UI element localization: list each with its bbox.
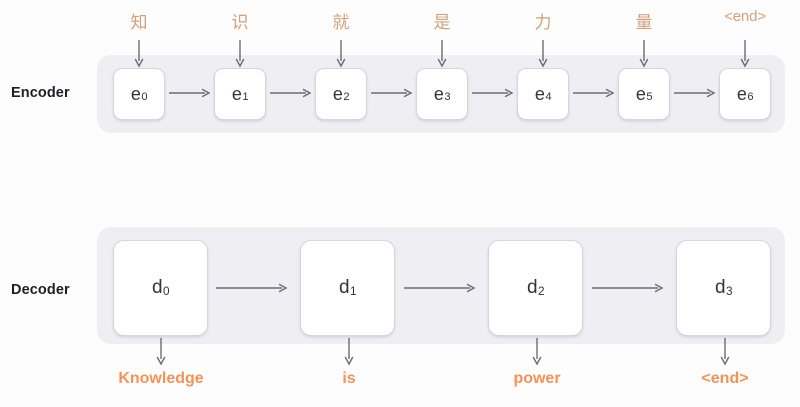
encoder-cell-e0-name: e [130, 83, 141, 104]
encoder-row-label: Encoder [11, 85, 70, 101]
encoder-cell-e2-name: e [332, 83, 343, 104]
decoder-panel [97, 227, 785, 344]
encoder-input-arrow-1 [234, 40, 246, 68]
decoder-cell-d1-name: d [338, 277, 350, 298]
encoder-cell-e4-name: e [534, 83, 545, 104]
encoder-flow-arrow-1-2 [270, 87, 312, 99]
encoder-flow-arrow-3-4 [472, 87, 514, 99]
encoder-input-token-1: 识 [231, 13, 249, 32]
encoder-input-token-0: 知 [130, 13, 148, 32]
decoder-output-arrow-3 [719, 338, 731, 366]
decoder-output-arrow-2 [531, 338, 543, 366]
encoder-input-token-6: <end> [724, 8, 766, 25]
encoder-cell-e3-name: e [433, 83, 444, 104]
encoder-cell-e1-name: e [231, 83, 242, 104]
encoder-input-token-5: 量 [635, 13, 653, 32]
encoder-input-arrow-2 [335, 40, 347, 68]
encoder-cell-e6-subscript: 6 [747, 91, 754, 104]
encoder-input-arrow-6 [739, 40, 751, 68]
encoder-flow-arrow-2-3 [371, 87, 413, 99]
decoder-output-arrow-1 [343, 338, 355, 366]
encoder-cell-e2-subscript: 2 [343, 91, 350, 104]
encoder-flow-arrow-5-6 [674, 87, 716, 99]
decoder-row-label: Decoder [11, 282, 70, 298]
encoder-input-arrow-4 [537, 40, 549, 68]
decoder-flow-arrow-0-1 [216, 282, 288, 294]
encoder-flow-arrow-0-1 [169, 87, 211, 99]
decoder-output-token-2: power [513, 370, 561, 387]
encoder-cell-e1-subscript: 1 [242, 91, 249, 104]
encoder-input-token-4: 力 [534, 13, 552, 32]
decoder-cell-d2-name: d [526, 277, 538, 298]
encoder-cell-e5-subscript: 5 [646, 91, 653, 104]
decoder-flow-arrow-1-2 [404, 282, 476, 294]
decoder-cell-d2-subscript: 2 [538, 285, 545, 299]
decoder-cell-d1-subscript: 1 [350, 285, 357, 299]
decoder-cell-d3-name: d [714, 277, 726, 298]
decoder-output-token-3: <end> [701, 370, 749, 387]
decoder-output-token-1: is [342, 370, 356, 387]
decoder-output-token-0: Knowledge [118, 370, 204, 387]
encoder-input-arrow-0 [133, 40, 145, 68]
encoder-cell-e3-subscript: 3 [444, 91, 451, 104]
encoder-cell-e6-name: e [736, 83, 747, 104]
encoder-input-arrow-5 [638, 40, 650, 68]
decoder-flow-arrow-2-3 [592, 282, 664, 294]
decoder-output-arrow-0 [155, 338, 167, 366]
decoder-cell-d0-name: d [151, 277, 163, 298]
decoder-cell-d3-subscript: 3 [726, 285, 733, 299]
encoder-cell-e5-name: e [635, 83, 646, 104]
encoder-input-token-2: 就 [332, 13, 350, 32]
decoder-cell-d0-subscript: 0 [163, 285, 170, 299]
encoder-cell-e4-subscript: 4 [545, 91, 552, 104]
encoder-flow-arrow-4-5 [573, 87, 615, 99]
encoder-cell-e0-subscript: 0 [141, 91, 148, 104]
encoder-input-token-3: 是 [433, 13, 451, 32]
encoder-input-arrow-3 [436, 40, 448, 68]
